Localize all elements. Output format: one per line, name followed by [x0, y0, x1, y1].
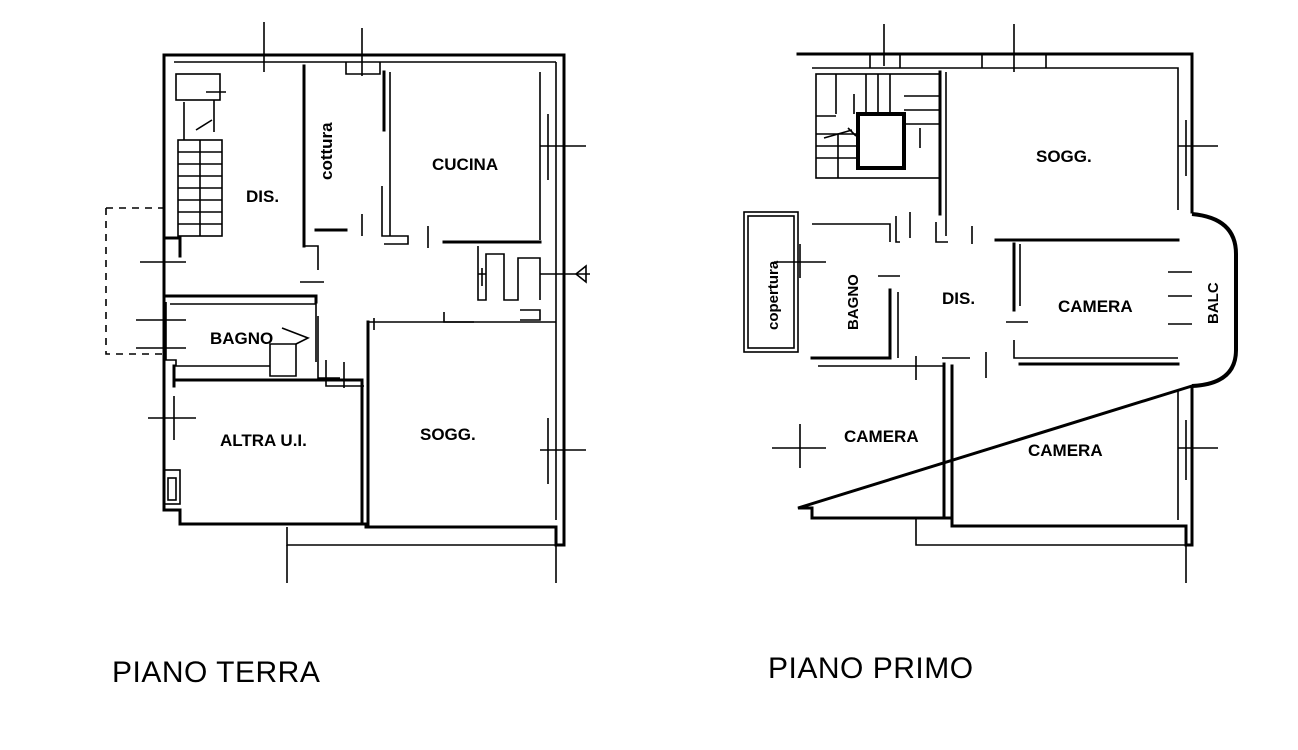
ground-bagno-label: BAGNO	[210, 329, 273, 348]
first-dis-label: DIS.	[942, 289, 975, 308]
ground-floor-plan	[105, 22, 590, 583]
first-sogg-label: SOGG.	[1036, 147, 1092, 166]
ground-altra-label: ALTRA U.I.	[220, 431, 307, 450]
first-copertura-label: copertura	[765, 260, 782, 330]
first-camera-bottom-label: CAMERA	[1028, 441, 1103, 460]
copertura-roof	[743, 211, 799, 353]
ground-cucina-label: CUCINA	[432, 155, 498, 174]
first-camera-left-label: CAMERA	[844, 427, 919, 446]
first-balc-label: BALC	[1205, 282, 1222, 324]
first-bagno-label: BAGNO	[845, 274, 862, 330]
first-floor-title: PIANO PRIMO	[768, 652, 974, 685]
first-floor-plan	[743, 24, 1238, 583]
first-camera-right-label: CAMERA	[1058, 297, 1133, 316]
ground-stair	[175, 73, 226, 237]
first-stair	[815, 73, 941, 179]
ground-sogg-label: SOGG.	[420, 425, 476, 444]
ground-floor-title: PIANO TERRA	[112, 656, 321, 689]
ground-cottura-label: cottura	[317, 122, 336, 180]
ground-dis-label: DIS.	[246, 187, 279, 206]
